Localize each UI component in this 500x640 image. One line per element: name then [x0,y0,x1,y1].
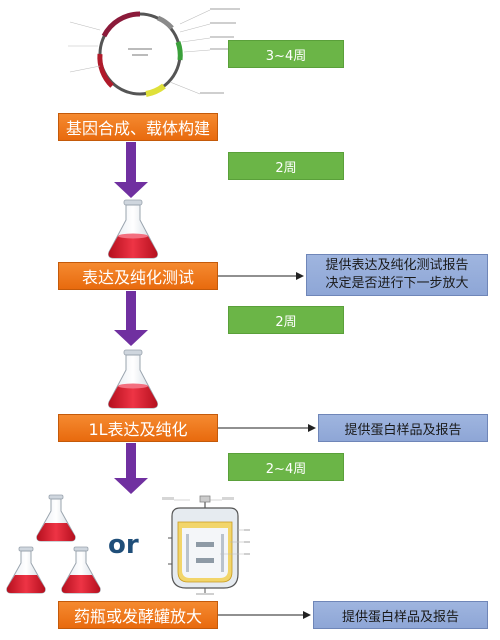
note-sample-report-2: 提供蛋白样品及报告 [313,601,488,629]
step-expression-test: 表达及纯化测试 [58,262,218,290]
step-label: 表达及纯化测试 [81,268,194,287]
step-label: 1L表达及纯化 [88,420,188,439]
flask-icon [108,349,158,409]
duration-box-4: 2~4周 [228,453,344,481]
flask-icon [36,494,76,542]
note-label: 提供蛋白样品及报告 [344,422,462,438]
note-label: 提供蛋白样品及报告 [341,609,459,625]
duration-label: 2周 [275,160,297,176]
duration-label: 2~4周 [265,461,307,477]
step-gene-synthesis: 基因合成、载体构建 [58,113,218,141]
duration-label: 3~4周 [265,48,307,64]
plasmid-map-icon [68,8,240,97]
step-label: 基因合成、载体构建 [65,119,210,138]
note-sample-report-1: 提供蛋白样品及报告 [318,414,488,442]
bioreactor-icon [162,495,250,595]
duration-box-3: 2周 [228,306,344,334]
duration-box-2: 2周 [228,152,344,180]
flow-arrow-2 [114,291,148,346]
step-one-liter: 1L表达及纯化 [58,414,218,442]
note-test-report: 提供表达及纯化测试报告 决定是否进行下一步放大 [306,254,488,296]
or-label: or [108,530,139,560]
flow-arrow-3 [114,443,148,494]
note-line-1: 提供表达及纯化测试报告 [325,258,469,273]
duration-box-1: 3~4周 [228,40,344,68]
note-line-2: 决定是否进行下一步放大 [325,276,469,291]
flask-icon [61,546,101,594]
duration-label: 2周 [275,314,297,330]
flask-icon [6,546,46,594]
step-scale-up: 药瓶或发酵罐放大 [58,601,218,629]
flask-icon [108,199,158,259]
flow-arrow-1 [114,142,148,198]
step-label: 药瓶或发酵罐放大 [73,607,202,626]
